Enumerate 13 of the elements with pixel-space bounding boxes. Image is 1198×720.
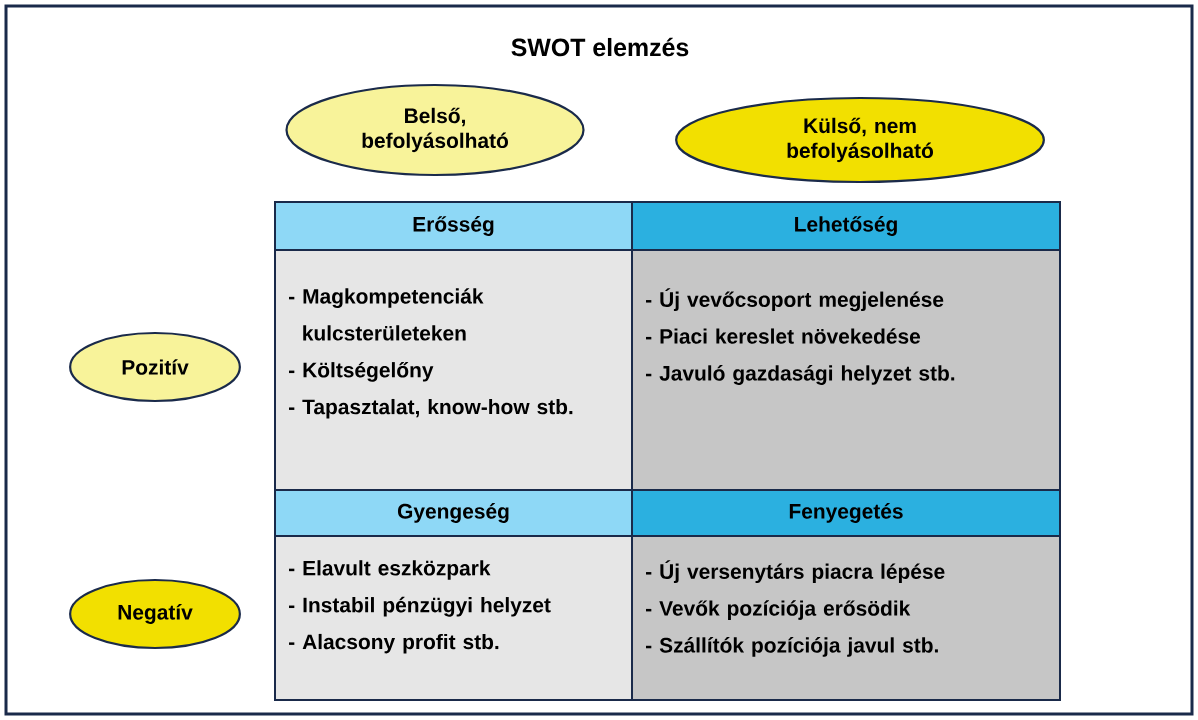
quadrant-heading: Erősség <box>413 216 494 236</box>
bullet-list: - Elavult eszközpark - Instabil pénzügyi helyzet - Alacsony profit stb. <box>289 560 551 654</box>
quadrant <box>631 489 1061 701</box>
quadrant <box>631 201 1061 491</box>
quadrant <box>274 489 633 701</box>
quadrant-heading: Fenyegetés <box>789 503 903 523</box>
title: SWOT elemzés <box>511 37 689 57</box>
quadrant-heading: Lehetőség <box>795 216 897 236</box>
bullet-list: - Magkompetenciák kulcsterületeken - Költségelőny - Tapasztalat, know-how stb. <box>289 288 573 419</box>
bullet-list: - Új versenytárs piacra lépése - Vevők pozíciója erősödik - Szállítók pozíciója javul stb. <box>646 560 945 657</box>
quadrant-heading: Gyengeség <box>397 503 509 523</box>
bullet-list: - Új vevőcsoport megjelenése - Piaci kereslet növekedése - Javuló gazdasági helyzet stb. <box>646 288 955 385</box>
quadrant <box>274 201 633 491</box>
